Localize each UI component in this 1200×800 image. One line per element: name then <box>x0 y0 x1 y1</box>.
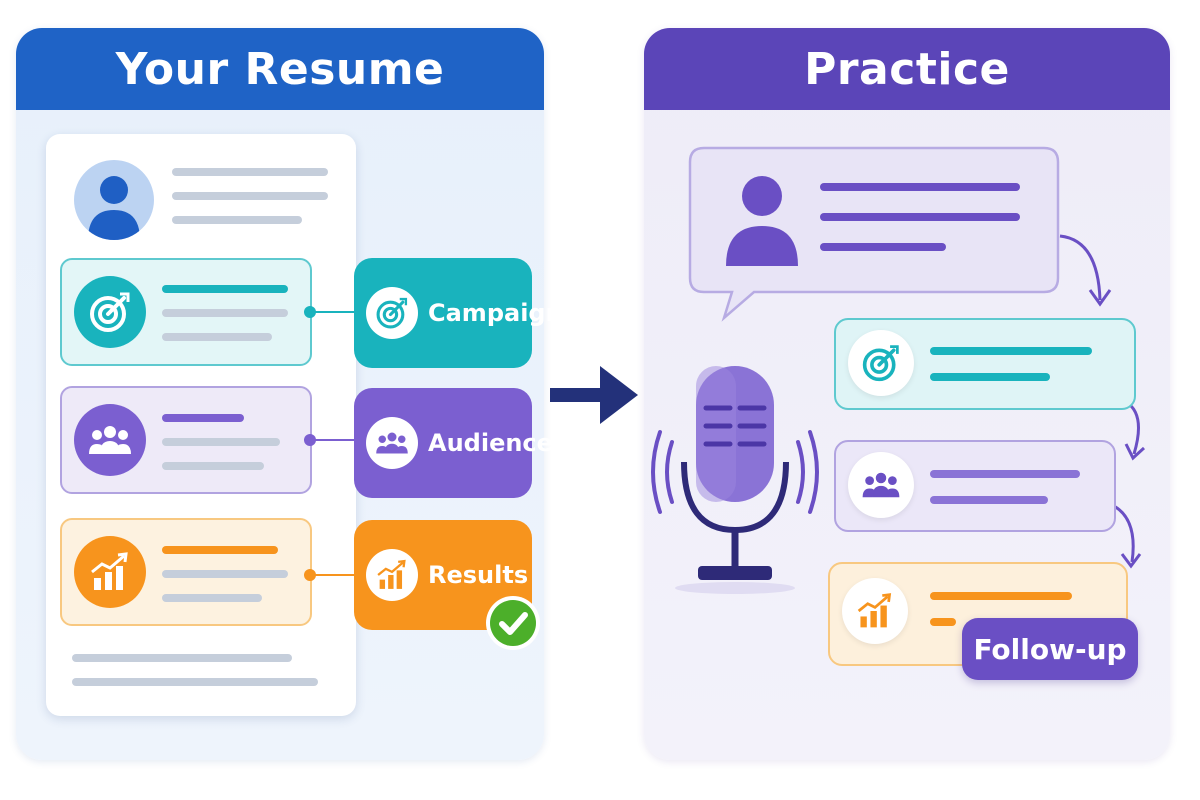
section-detail-line <box>162 438 280 446</box>
section-detail-line <box>162 594 262 602</box>
group-icon <box>366 417 418 469</box>
connector-dot <box>304 569 316 581</box>
growth-chart-icon <box>366 549 418 601</box>
resume-footer-line <box>72 678 318 686</box>
curved-arrow-icon <box>1113 504 1142 569</box>
target-icon <box>74 276 146 348</box>
arrow-right-icon <box>550 362 640 428</box>
resume-panel-title: Your Resume <box>16 28 544 110</box>
results-tag: Results <box>354 520 532 630</box>
section-detail-line <box>162 309 288 317</box>
microphone-icon <box>650 362 820 598</box>
question-line <box>820 183 1020 191</box>
target-icon <box>848 330 914 396</box>
results-tag-label: Results <box>428 561 529 589</box>
audience-tag-label: Audience <box>428 429 553 457</box>
campaign-tag-label: Campaign <box>428 299 563 327</box>
resume-footer-line <box>72 654 292 662</box>
growth-chart-icon <box>74 536 146 608</box>
audience-tag: Audience <box>354 388 553 498</box>
answer-line <box>930 592 1072 600</box>
user-icon <box>74 160 154 240</box>
follow-up-badge: Follow-up <box>962 618 1138 680</box>
group-icon <box>848 452 914 518</box>
resume-detail-line <box>172 192 328 200</box>
section-title-line <box>162 414 244 422</box>
section-detail-line <box>162 570 288 578</box>
section-detail-line <box>162 333 272 341</box>
section-title-line <box>162 285 288 293</box>
section-title-line <box>162 546 278 554</box>
connector-line <box>312 439 356 441</box>
resume-name-line <box>172 168 328 176</box>
connector-line <box>312 574 356 576</box>
answer-line <box>930 496 1048 504</box>
check-icon <box>484 594 542 652</box>
group-icon <box>74 404 146 476</box>
question-line <box>820 213 1020 221</box>
question-line <box>820 243 946 251</box>
curved-arrow-icon <box>1059 234 1112 307</box>
section-detail-line <box>162 462 264 470</box>
resume-detail-line <box>172 216 302 224</box>
growth-chart-icon <box>842 578 908 644</box>
practice-panel-title: Practice <box>644 28 1170 110</box>
connector-line <box>312 311 356 313</box>
connector-dot <box>304 434 316 446</box>
user-icon <box>722 168 802 268</box>
connector-dot <box>304 306 316 318</box>
answer-line <box>930 373 1050 381</box>
target-icon <box>366 287 418 339</box>
answer-line <box>930 347 1092 355</box>
campaign-tag: Campaign <box>354 258 563 368</box>
answer-line <box>930 470 1080 478</box>
answer-line <box>930 618 956 626</box>
